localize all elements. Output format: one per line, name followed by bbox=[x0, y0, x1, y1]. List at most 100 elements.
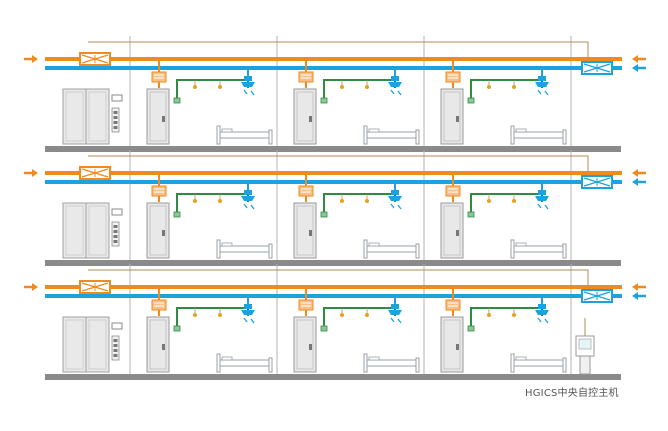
ceiling-vent-icon bbox=[241, 76, 255, 96]
fan-coil-unit-icon bbox=[151, 185, 167, 202]
signal-wire bbox=[88, 155, 589, 176]
bed-icon bbox=[510, 239, 567, 259]
bed-icon bbox=[216, 125, 273, 145]
room-1-1 bbox=[146, 61, 273, 145]
heat-exchanger-icon bbox=[581, 289, 613, 303]
bed-icon bbox=[363, 125, 420, 145]
sensor-icon bbox=[487, 308, 491, 317]
control-bus-line bbox=[323, 193, 396, 214]
ceiling-vent-icon bbox=[535, 304, 549, 324]
signal-wire bbox=[88, 269, 589, 290]
fan-coil-unit-icon bbox=[298, 299, 314, 316]
room-2-1 bbox=[146, 175, 273, 259]
door-icon bbox=[440, 88, 464, 145]
room-controller-icon bbox=[320, 211, 328, 218]
room-2-3 bbox=[440, 175, 567, 259]
door-icon bbox=[293, 88, 317, 145]
room-controller-icon bbox=[173, 211, 181, 218]
arrow-left-icon bbox=[632, 292, 646, 300]
door-icon bbox=[146, 202, 170, 259]
door-icon bbox=[293, 202, 317, 259]
ceiling-vent-icon bbox=[388, 76, 402, 96]
door-icon bbox=[440, 202, 464, 259]
fan-coil-unit-icon bbox=[298, 71, 314, 88]
ceiling-vent-icon bbox=[535, 76, 549, 96]
floor-2 bbox=[45, 150, 622, 266]
sensor-icon bbox=[340, 308, 344, 317]
sensor-icon bbox=[218, 194, 222, 203]
room-3-2 bbox=[293, 289, 420, 373]
bed-icon bbox=[510, 353, 567, 373]
bed-icon bbox=[363, 239, 420, 259]
fan-coil-unit-icon bbox=[151, 299, 167, 316]
bed-icon bbox=[510, 125, 567, 145]
ceiling-vent-icon bbox=[241, 190, 255, 210]
central-controller-label: HGICS中央自控主机 bbox=[525, 388, 619, 399]
control-bus-line bbox=[176, 79, 249, 100]
sensor-icon bbox=[512, 80, 516, 89]
ceiling-vent-icon bbox=[535, 190, 549, 210]
floor-slab bbox=[45, 146, 621, 152]
room-controller-icon bbox=[173, 325, 181, 332]
sensor-icon bbox=[340, 80, 344, 89]
bed-icon bbox=[216, 239, 273, 259]
sensor-icon bbox=[487, 194, 491, 203]
sensor-icon bbox=[193, 80, 197, 89]
bed-icon bbox=[363, 353, 420, 373]
arrow-left-icon bbox=[632, 55, 646, 63]
room-3-1 bbox=[146, 289, 273, 373]
sensor-icon bbox=[365, 308, 369, 317]
bed-icon bbox=[216, 353, 273, 373]
sensor-icon bbox=[365, 80, 369, 89]
sensor-icon bbox=[193, 308, 197, 317]
fan-coil-unit-icon bbox=[151, 71, 167, 88]
control-bus-line bbox=[176, 307, 249, 328]
control-bus-line bbox=[323, 307, 396, 328]
central-controller-icon bbox=[575, 318, 595, 375]
room-1-3 bbox=[440, 61, 567, 145]
door-icon bbox=[146, 316, 170, 373]
sensor-icon bbox=[218, 80, 222, 89]
heat-exchanger-icon bbox=[79, 52, 111, 66]
room-2-2 bbox=[293, 175, 420, 259]
arrow-left-icon bbox=[632, 178, 646, 186]
fan-coil-unit-icon bbox=[445, 185, 461, 202]
heat-exchanger-icon bbox=[79, 280, 111, 294]
arrow-right-icon bbox=[24, 55, 38, 63]
control-bus-line bbox=[470, 193, 543, 214]
floor-1 bbox=[45, 36, 622, 152]
sensor-icon bbox=[193, 194, 197, 203]
heat-exchanger-icon bbox=[581, 61, 613, 75]
sensor-icon bbox=[365, 194, 369, 203]
elevator-door-icon bbox=[62, 202, 110, 259]
floor-3 bbox=[45, 264, 622, 380]
control-bus-line bbox=[323, 79, 396, 100]
sensor-icon bbox=[487, 80, 491, 89]
arrow-left-icon bbox=[632, 169, 646, 177]
sensor-icon bbox=[340, 194, 344, 203]
arrow-left-icon bbox=[632, 283, 646, 291]
wall-control-panel-icon bbox=[111, 94, 123, 133]
heat-exchanger-icon bbox=[581, 175, 613, 189]
ceiling-vent-icon bbox=[388, 304, 402, 324]
room-controller-icon bbox=[320, 325, 328, 332]
room-controller-icon bbox=[467, 97, 475, 104]
ceiling-vent-icon bbox=[388, 190, 402, 210]
sensor-icon bbox=[218, 308, 222, 317]
wall-control-panel-icon bbox=[111, 208, 123, 247]
arrow-left-icon bbox=[632, 64, 646, 72]
elevator-door-icon bbox=[62, 316, 110, 373]
sensor-icon bbox=[512, 194, 516, 203]
room-1-2 bbox=[293, 61, 420, 145]
room-controller-icon bbox=[173, 97, 181, 104]
fan-coil-unit-icon bbox=[445, 71, 461, 88]
door-icon bbox=[293, 316, 317, 373]
floor-slab bbox=[45, 374, 621, 380]
room-controller-icon bbox=[467, 325, 475, 332]
fan-coil-unit-icon bbox=[298, 185, 314, 202]
ceiling-vent-icon bbox=[241, 304, 255, 324]
signal-wire bbox=[88, 41, 589, 62]
arrow-right-icon bbox=[24, 169, 38, 177]
door-icon bbox=[440, 316, 464, 373]
